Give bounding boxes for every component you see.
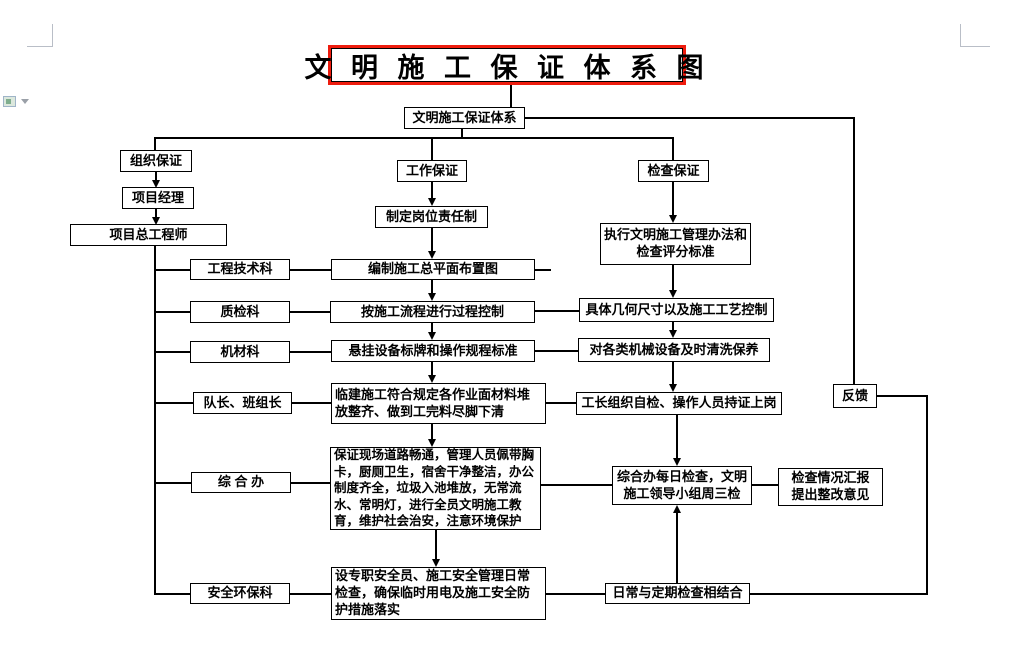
connector-line: [290, 311, 330, 313]
connector-line: [541, 484, 612, 486]
connector-line: [431, 323, 433, 333]
arrowhead-up: [672, 505, 681, 513]
feedback-loop-line: [750, 593, 928, 595]
connector-line: [672, 137, 674, 160]
node-machinery-dept: 机材科: [190, 341, 290, 363]
node-feedback: 反馈: [833, 384, 877, 408]
node-process-control: 按施工流程进行过程控制: [330, 301, 535, 323]
node-system: 文明施工保证体系: [404, 107, 525, 129]
feedback-loop-line: [525, 117, 855, 119]
connector-line: [290, 269, 331, 271]
arrowhead-down: [668, 384, 677, 392]
connector-line: [435, 530, 437, 560]
arrowhead-down: [668, 290, 677, 298]
arrowhead-down: [427, 198, 436, 206]
diagram-title: 文 明 施 工 保 证 体 系 图: [305, 45, 704, 85]
arrowhead-down: [151, 217, 160, 225]
margin-crop-mark-top-left: [52, 24, 53, 47]
connector-line: [155, 209, 157, 218]
connector-line: [155, 172, 157, 181]
connector-line: [546, 593, 605, 595]
connector-line: [676, 512, 678, 583]
smart-tag-icon: [3, 96, 16, 107]
node-safety-env-dept: 安全环保科: [190, 583, 290, 604]
connector-line: [431, 137, 433, 160]
node-geometry-control: 具体几何尺寸以及施工工艺控制: [579, 298, 774, 322]
margin-crop-mark-top-right: [960, 24, 961, 47]
node-duty-system: 制定岗位责任制: [375, 206, 488, 228]
connector-line: [431, 424, 433, 440]
connector-line: [546, 402, 576, 404]
connector-line: [752, 484, 778, 486]
connector-line: [154, 137, 156, 150]
connector-line: [154, 402, 193, 404]
margin-crop-mark-top-right: [960, 46, 990, 47]
connector-line: [154, 593, 190, 595]
node-foreman-self-check: 工长组织自检、操作人员持证上岗: [576, 392, 782, 415]
margin-crop-mark-top-left: [27, 46, 53, 47]
node-routine-periodic-check: 日常与定期检查相结合: [605, 583, 750, 604]
arrowhead-down: [668, 330, 677, 338]
node-chief-engineer: 项目总工程师: [70, 224, 227, 246]
connector-line: [672, 182, 674, 216]
connector-line: [672, 322, 674, 331]
connector-line: [672, 362, 674, 385]
connector-line: [535, 350, 578, 352]
node-exec-measures: 执行文明施工管理办法和检查评分标准: [600, 223, 751, 265]
node-team-leaders: 队长、班组长: [193, 392, 292, 414]
node-daily-check: 综合办每日检查，文明施工领导小组周三检: [612, 466, 752, 505]
node-quality-dept: 质检科: [190, 301, 290, 323]
feedback-loop-line: [877, 395, 928, 397]
arrowhead-down: [672, 458, 681, 466]
node-temp-construction: 临建施工符合规定各作业面材料堆放整齐、做到工完料尽脚下清: [331, 383, 546, 424]
feedback-loop-line: [926, 396, 928, 595]
node-report-rectify: 检查情况汇报提出整改意见: [778, 468, 883, 506]
node-layout-plan: 编制施工总平面布置图: [331, 259, 535, 280]
connector-line: [431, 182, 433, 199]
distribution-line: [154, 137, 674, 139]
smart-tag-dropdown-arrow-icon[interactable]: [21, 99, 29, 104]
node-safety-officer: 设专职安全员、施工安全管理日常检查，确保临时用电及施工安全防护措施落实: [331, 567, 546, 620]
connector-line: [431, 362, 433, 376]
node-org-guarantee: 组织保证: [120, 150, 192, 172]
node-general-office: 综 合 办: [191, 472, 291, 493]
arrowhead-down: [427, 251, 436, 259]
node-work-guarantee: 工作保证: [397, 160, 467, 182]
connector-line: [154, 482, 191, 484]
arrowhead-down: [427, 293, 436, 301]
node-site-management: 保证现场道路畅通，管理人员佩带胸卡，厨厕卫生，宿舍干净整洁，办公制度齐全，垃圾入…: [330, 447, 541, 530]
arrowhead-down: [427, 332, 436, 340]
connector-line: [290, 351, 331, 353]
arrowhead-down: [668, 215, 677, 223]
connector-line: [672, 265, 674, 291]
connector-line: [154, 269, 190, 271]
arrowhead-down: [431, 559, 440, 567]
connector-line: [291, 482, 330, 484]
connector-line: [535, 269, 551, 271]
arrowhead-down: [151, 180, 160, 188]
connector-line: [431, 228, 433, 252]
connector-line: [510, 85, 512, 107]
feedback-loop-line: [853, 117, 855, 384]
node-equipment-maintenance: 对各类机械设备及时清洗保养: [578, 338, 770, 362]
node-eng-tech-dept: 工程技术科: [190, 259, 290, 280]
connector-line: [535, 310, 579, 312]
connector-line: [154, 351, 190, 353]
left-spine-line: [154, 246, 156, 594]
connector-line: [154, 311, 190, 313]
arrowhead-down: [427, 439, 436, 447]
node-project-manager: 项目经理: [122, 187, 194, 209]
connector-line: [431, 280, 433, 294]
connector-line: [292, 402, 331, 404]
arrowhead-down: [427, 375, 436, 383]
connector-line: [461, 129, 463, 137]
connector-line: [676, 415, 678, 459]
node-check-guarantee: 检查保证: [638, 160, 709, 182]
connector-line: [290, 593, 331, 595]
node-equipment-signs: 悬挂设备标牌和操作规程标准: [331, 340, 535, 362]
